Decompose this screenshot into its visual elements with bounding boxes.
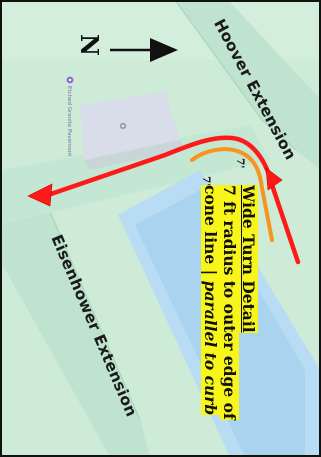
plaza-pavement-shadow bbox=[84, 140, 185, 170]
plaza-pavement bbox=[80, 92, 180, 160]
hoover-road-edge bbox=[174, 0, 297, 151]
note-line-2-normal: cone line | bbox=[201, 185, 220, 281]
poi-label: Etched Granite Pavement bbox=[66, 86, 72, 157]
cone-line bbox=[190, 147, 274, 242]
north-arrow-icon bbox=[150, 38, 178, 62]
note-line-2-italic: parallel to curb bbox=[201, 280, 220, 416]
connector-road bbox=[0, 125, 270, 225]
eisenhower-road bbox=[0, 200, 150, 457]
route-arrow-west-icon bbox=[27, 183, 53, 207]
north-letter: N bbox=[75, 34, 104, 56]
plaza-marker-dot bbox=[121, 124, 125, 128]
poi-pin-dot bbox=[68, 78, 72, 82]
note-title: Wide Turn Detail bbox=[239, 185, 258, 333]
dimension-label-b: 7' bbox=[234, 158, 246, 169]
note-line-2: cone line | parallel to curb bbox=[201, 185, 220, 420]
hoover-road bbox=[175, 0, 321, 170]
eisenhower-road-edge bbox=[44, 199, 141, 421]
note-line-1: 7 ft radius to outer edge of bbox=[220, 185, 239, 420]
wide-turn-note: Wide Turn Detail 7 ft radius to outer ed… bbox=[201, 185, 258, 420]
route-arrow-turn-icon bbox=[265, 167, 283, 191]
